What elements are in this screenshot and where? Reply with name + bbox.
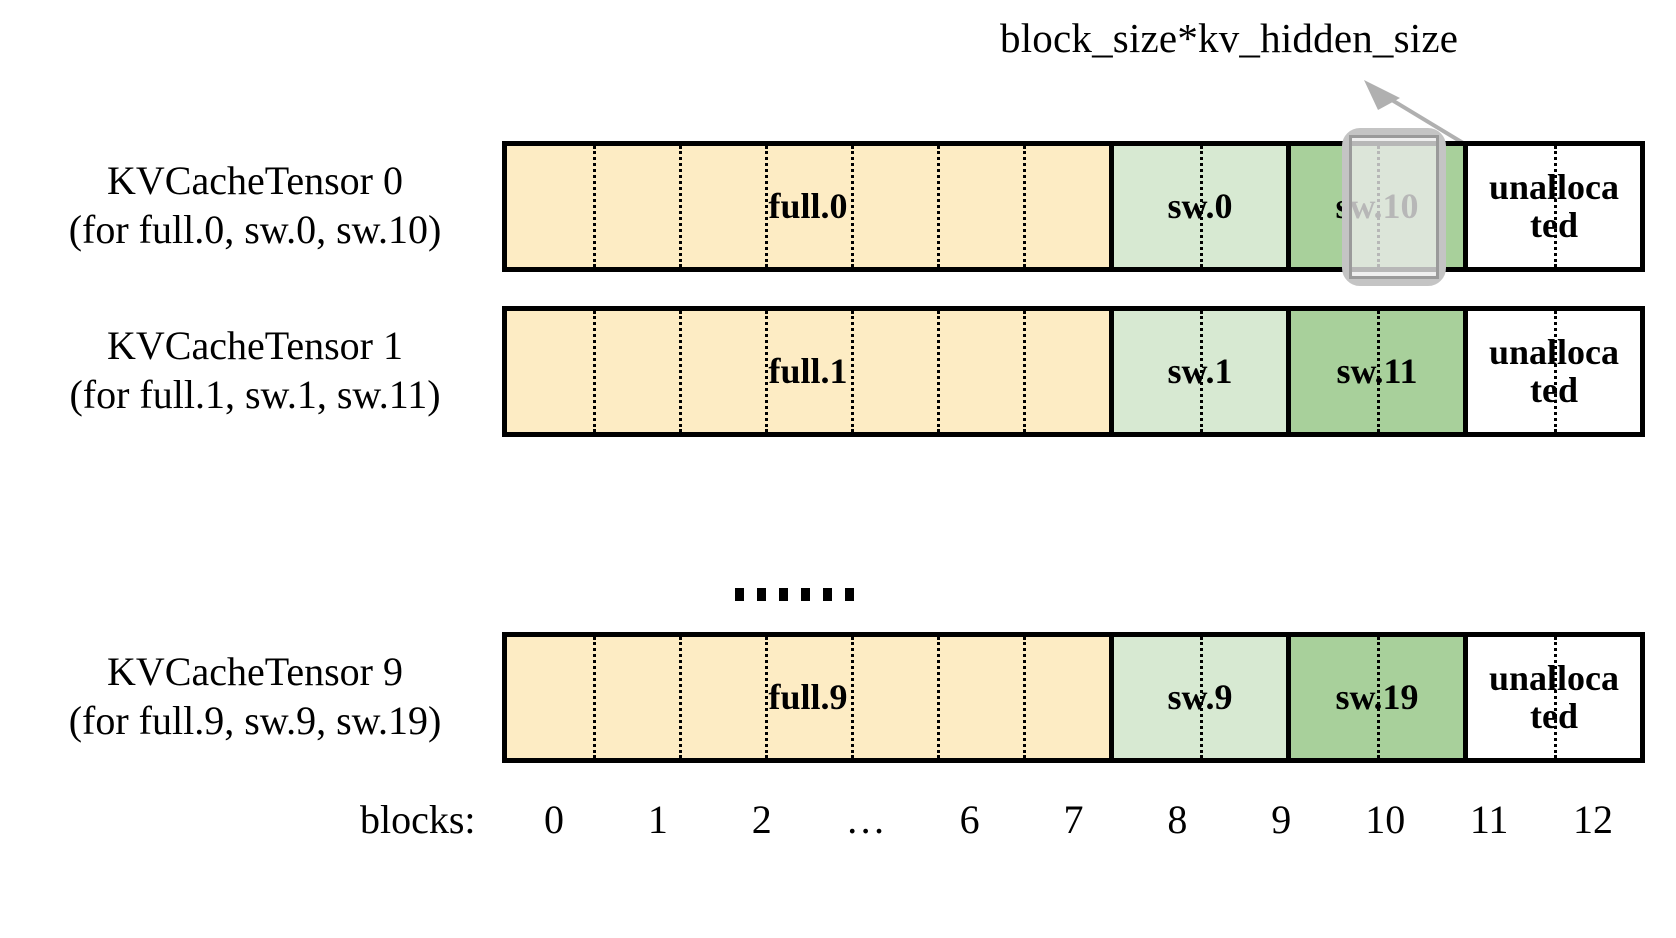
segment-sw-dark[interactable]: sw.19 [1286, 637, 1463, 758]
segment-label: full.0 [768, 185, 848, 226]
segment-sw-dark[interactable]: sw.11 [1286, 311, 1463, 432]
tensor-row-label-line1: KVCacheTensor 1 [107, 323, 403, 368]
blocks-axis: blocks: 0 1 2 … 6 7 8 9 10 11 12 [0, 796, 1676, 866]
segment-label: sw.0 [1167, 185, 1233, 226]
kv-cache-tensor-bar: full.9 sw.9 sw.19 unalloca ted [502, 632, 1645, 763]
blocks-tick: 0 [543, 797, 564, 842]
ellipsis-dot [735, 588, 744, 601]
segment-unallocated[interactable]: unalloca ted [1463, 311, 1640, 432]
rows-ellipsis [735, 588, 854, 601]
blocks-tick-list: 0 1 2 … 6 7 8 9 10 11 12 [502, 796, 1645, 843]
blocks-axis-label: blocks: [360, 797, 476, 842]
blocks-tick: 1 [647, 797, 668, 842]
tensor-row-label: KVCacheTensor 9 (for full.9, sw.9, sw.19… [20, 648, 490, 746]
segment-full[interactable]: full.1 [507, 311, 1109, 432]
blocks-tick: 2 [751, 797, 772, 842]
tensor-row-label-line1: KVCacheTensor 0 [107, 158, 403, 203]
blocks-tick: 6 [959, 797, 980, 842]
blocks-tick: 7 [1063, 797, 1084, 842]
ellipsis-dot [823, 588, 832, 601]
segment-sw-light[interactable]: sw.9 [1109, 637, 1286, 758]
segment-sw-light[interactable]: sw.1 [1109, 311, 1286, 432]
blocks-tick: 8 [1167, 797, 1188, 842]
tensor-row-label: KVCacheTensor 0 (for full.0, sw.0, sw.10… [20, 157, 490, 255]
tensor-row-label-line2: (for full.0, sw.0, sw.10) [68, 206, 442, 252]
tensor-row-label-line2: (for full.9, sw.9, sw.19) [68, 697, 442, 743]
ellipsis-dot [845, 588, 854, 601]
block-highlight-box-inner [1349, 135, 1439, 279]
segment-unallocated[interactable]: unalloca ted [1463, 637, 1640, 758]
segment-label: unalloca ted [1488, 331, 1620, 410]
segment-label: sw.19 [1335, 676, 1419, 717]
segment-full[interactable]: full.0 [507, 146, 1109, 267]
segment-label: sw.11 [1336, 350, 1418, 391]
segment-full[interactable]: full.9 [507, 637, 1109, 758]
tensor-row-label: KVCacheTensor 1 (for full.1, sw.1, sw.11… [20, 322, 490, 420]
tensor-row-label-line1: KVCacheTensor 9 [107, 649, 403, 694]
ellipsis-dot [757, 588, 766, 601]
blocks-tick: 9 [1271, 797, 1292, 842]
ellipsis-dot [801, 588, 810, 601]
segment-label: sw.9 [1167, 676, 1233, 717]
tensor-row-label-line2: (for full.1, sw.1, sw.11) [69, 371, 441, 417]
segment-label: full.1 [768, 350, 848, 391]
annotation-label: block_size*kv_hidden_size [1000, 15, 1459, 61]
ellipsis-dot [779, 588, 788, 601]
blocks-tick: … [845, 797, 886, 842]
blocks-tick: 11 [1469, 797, 1509, 842]
segment-label: full.9 [768, 676, 848, 717]
segment-label: sw.1 [1167, 350, 1233, 391]
segment-sw-light[interactable]: sw.0 [1109, 146, 1286, 267]
segment-label: unalloca ted [1488, 657, 1620, 736]
blocks-tick: 10 [1365, 797, 1406, 842]
segment-unallocated[interactable]: unalloca ted [1463, 146, 1640, 267]
blocks-tick: 12 [1573, 797, 1614, 842]
kv-cache-tensor-bar: full.0 sw.0 sw.10 unalloca ted [502, 141, 1645, 272]
block-highlight-box [1342, 128, 1446, 286]
segment-label: unalloca ted [1488, 166, 1620, 245]
kv-cache-tensor-bar: full.1 sw.1 sw.11 unalloca ted [502, 306, 1645, 437]
